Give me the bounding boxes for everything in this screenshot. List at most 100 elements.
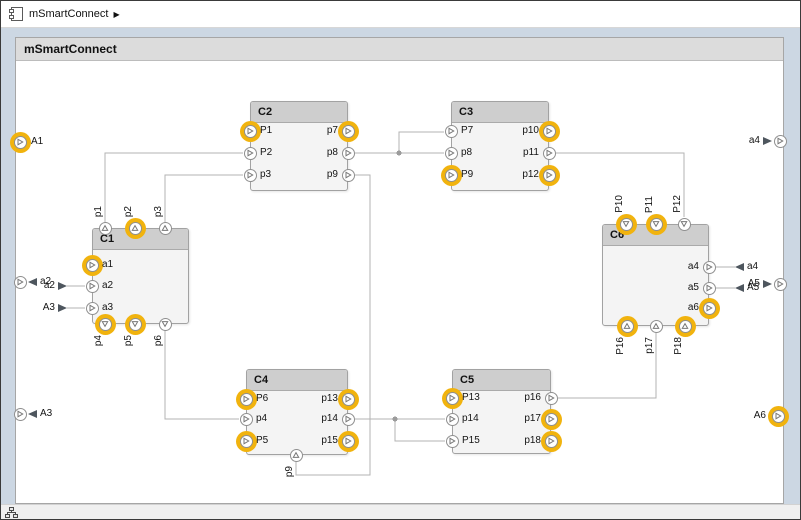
port-C6-P12[interactable] [677,217,691,231]
port-label: p2 [123,205,134,217]
port-C1-p1[interactable] [98,221,112,235]
port-C5-p18[interactable] [544,434,558,448]
edge-port-A3[interactable] [13,407,27,421]
port-direction-icon [345,415,352,423]
port-C5-p16[interactable] [544,391,558,405]
port-direction-icon [292,451,300,458]
port-direction-icon [449,437,456,445]
port-C2-p9[interactable] [341,168,355,182]
architecture-model-icon [8,6,24,22]
port-C3-P7[interactable] [444,124,458,138]
port-label: p5 [123,335,134,347]
port-C1-p6[interactable] [158,317,172,331]
port-C2-P1[interactable] [243,124,257,138]
port-C1-a2[interactable] [85,279,99,293]
breadcrumb-title[interactable]: mSmartConnect [29,8,109,20]
port-C3-p10[interactable] [542,124,556,138]
port-C3-P9[interactable] [444,168,458,182]
port-label: p10 [522,125,539,136]
canvas-title: mSmartConnect [24,42,117,56]
port-C2-p8[interactable] [341,146,355,160]
port-C4-p15[interactable] [341,434,355,448]
connector[interactable] [295,174,371,476]
port-label: p16 [524,392,541,403]
port-C3-p12[interactable] [542,168,556,182]
connector[interactable] [398,131,444,153]
port-C6-P16[interactable] [620,319,634,333]
port-C4-p14[interactable] [341,412,355,426]
port-C2-P2[interactable] [243,146,257,160]
edge-port-A6[interactable] [771,409,785,423]
port-C5-p14[interactable] [445,412,459,426]
port-C1-p4[interactable] [98,317,112,331]
edge-port-A5[interactable] [773,277,787,291]
port-direction-icon [449,415,456,423]
port-C1-a3[interactable] [85,301,99,315]
port-label: p4 [93,335,104,347]
port-direction-icon [161,224,169,231]
port-C2-p3[interactable] [243,168,257,182]
port-label: p17 [524,413,541,424]
component-C4[interactable]: C4 [246,369,348,455]
port-label: p14 [321,413,338,424]
edge-port-label: a4 [748,135,760,146]
component-C3[interactable]: C3 [451,101,549,191]
breadcrumb-expand-arrow[interactable]: ▶ [113,10,120,19]
connector[interactable] [556,152,685,217]
port-C6-P10[interactable] [619,217,633,231]
edge-port-a2[interactable] [13,275,27,289]
edge-port-label: a2 [40,276,52,287]
connector[interactable] [164,174,243,222]
connection-stub-arrow [763,136,772,145]
port-C6-P18[interactable] [678,319,692,333]
port-direction-icon [448,171,455,179]
component-C1[interactable]: C1 [92,228,189,324]
port-label: p11 [523,147,539,158]
port-label: P16 [615,337,626,355]
edge-port-A1[interactable] [13,135,27,149]
port-C2-p7[interactable] [341,124,355,138]
port-C1-p5[interactable] [128,317,142,331]
port-C1-p3[interactable] [158,221,172,235]
connector[interactable] [164,331,239,420]
port-C4-p13[interactable] [341,392,355,406]
port-C4-p4[interactable] [239,412,253,426]
port-direction-icon [546,171,553,179]
port-direction-icon [548,394,555,402]
port-label: p17 [644,337,655,354]
port-C4-p9[interactable] [289,448,303,462]
port-C5-P15[interactable] [445,434,459,448]
port-C6-a5[interactable] [702,281,716,295]
port-direction-icon [243,415,250,423]
port-C6-P11[interactable] [649,217,663,231]
port-C1-a1[interactable] [85,258,99,272]
port-C5-P13[interactable] [445,391,459,405]
port-direction-icon [652,322,660,329]
connection-stub-arrow [735,262,744,271]
port-C5-p17[interactable] [544,412,558,426]
port-direction-icon [345,395,352,403]
connector[interactable] [558,333,657,399]
port-C3-p8[interactable] [444,146,458,160]
port-C4-P6[interactable] [239,392,253,406]
port-direction-icon [247,149,254,157]
port-direction-icon [243,395,250,403]
port-direction-icon [680,221,688,228]
edge-port-label: A3 [40,408,53,419]
port-C6-a4[interactable] [702,260,716,274]
port-C4-P5[interactable] [239,434,253,448]
port-C6-a6[interactable] [702,301,716,315]
port-C6-p17[interactable] [649,319,663,333]
component-C5[interactable]: C5 [452,369,551,454]
connection-stub-label: A5 [747,282,760,293]
connector[interactable] [394,419,445,442]
edge-port-a4[interactable] [773,134,787,148]
port-C3-p11[interactable] [542,146,556,160]
connection-stub-arrow [58,281,67,290]
port-label: a6 [687,302,699,313]
port-C1-p2[interactable] [128,221,142,235]
hierarchy-icon[interactable] [5,506,18,518]
component-header: C2 [251,102,347,123]
component-C2[interactable]: C2 [250,101,348,191]
connector[interactable] [104,152,243,222]
